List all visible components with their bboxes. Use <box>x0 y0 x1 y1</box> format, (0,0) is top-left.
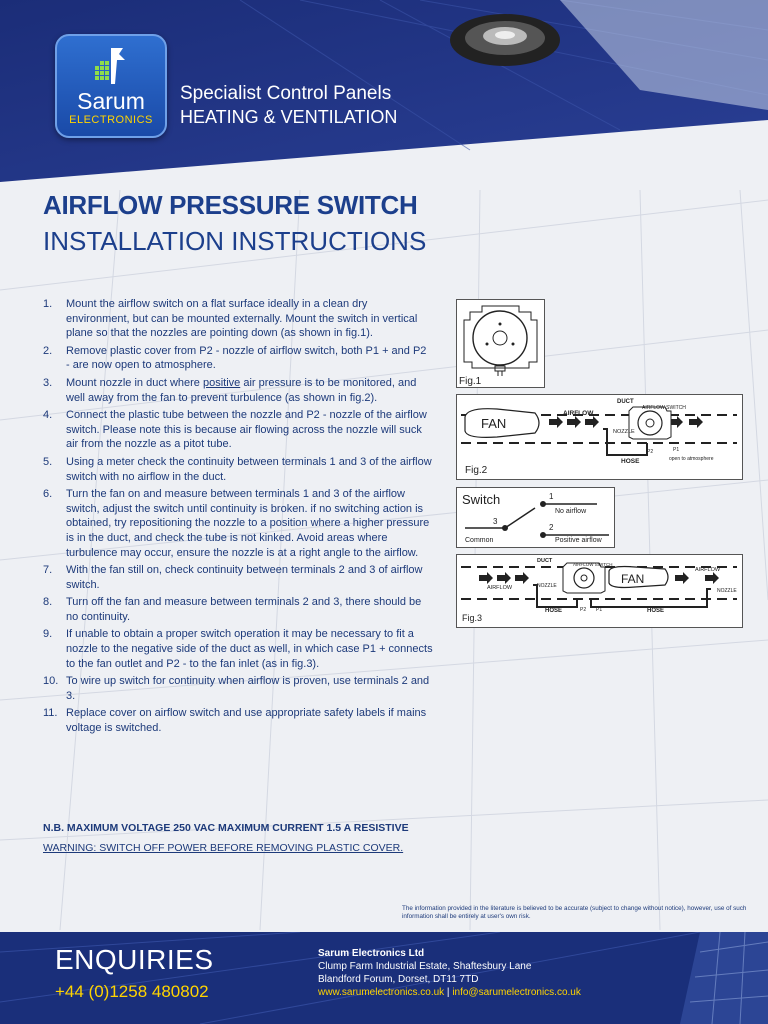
list-item: 6. Turn the fan on and measure between te… <box>43 487 433 560</box>
list-item: 10. To wire up switch for continuity when… <box>43 674 433 703</box>
airflow-switch-label: AIRFLOW SWITCH <box>642 405 686 411</box>
fan-label: FAN <box>481 416 506 431</box>
figure-3-label: Fig.3 <box>462 613 482 623</box>
step-text: If unable to obtain a proper switch oper… <box>66 628 433 670</box>
arrow-icon <box>479 572 719 584</box>
step-number: 4. <box>43 409 53 422</box>
step-number: 9. <box>43 628 53 641</box>
list-item: 3. Mount nozzle in duct where positive ai… <box>43 376 433 405</box>
email-link[interactable]: info@sarumelectronics.co.uk <box>452 987 581 998</box>
company-name: Sarum Electronics Ltd <box>318 948 425 959</box>
p2-label: P2 <box>580 607 586 613</box>
switch-figure: Switch 1 3 2 No airflow Positive airflow… <box>456 487 615 548</box>
arrow-icon <box>549 416 703 428</box>
step-text: air pressure is to be monitored, and wel… <box>66 376 417 404</box>
disclaimer: The information provided in the literatu… <box>402 905 747 920</box>
step-text: To wire up switch for continuity when ai… <box>66 675 430 702</box>
p1-label: P1 <box>596 607 602 613</box>
airflow-label: AIRFLOW <box>563 410 594 417</box>
hose-left-label: HOSE <box>545 608 562 614</box>
step-number: 2. <box>43 344 53 357</box>
step-text-emphasis: positive <box>202 376 241 389</box>
step-text: Using a meter check the continuity betwe… <box>66 455 432 483</box>
list-item: 7. With the fan still on, check continuit… <box>43 563 433 592</box>
list-item: 5. Using a meter check the continuity bet… <box>43 455 433 484</box>
airflow-right-label: AIRFLOW <box>695 567 721 573</box>
airflow-left-label: AIRFLOW <box>487 585 513 591</box>
list-item: 9. If unable to obtain a proper switch op… <box>43 627 433 671</box>
phone-number[interactable]: +44 (0)1258 480802 <box>55 982 209 1001</box>
list-item: 1. Mount the airflow switch on a flat sur… <box>43 297 433 341</box>
p2-label: P2 <box>647 449 653 455</box>
tagline-2: HEATING & VENTILATION <box>180 107 398 127</box>
list-item: 2. Remove plastic cover from P2 - nozzle … <box>43 344 433 373</box>
step-text: Turn off the fan and measure between ter… <box>66 596 422 623</box>
step-number: 7. <box>43 564 53 577</box>
tagline-1: Specialist Control Panels <box>180 83 392 104</box>
switch-label: Switch <box>462 492 500 507</box>
step-text: Remove plastic cover from P2 - nozzle of… <box>66 344 427 372</box>
maximum-rating-note: N.B. MAXIMUM VOLTAGE 250 VAC MAXIMUM CUR… <box>43 822 409 834</box>
positive-airflow-label: Positive airflow <box>555 537 603 544</box>
p1-label: P1 <box>673 447 679 453</box>
figure-1: Fig.1 <box>456 299 545 388</box>
step-text: Turn the fan on and measure between term… <box>66 488 430 559</box>
no-airflow-label: No airflow <box>555 508 587 515</box>
step-number: 1. <box>43 298 53 310</box>
fan-label: FAN <box>621 572 644 586</box>
page-subtitle: INSTALLATION INSTRUCTIONS <box>43 226 427 256</box>
airflow-switch-label: AIRFLOW SWITCH <box>573 562 613 567</box>
page-title: AIRFLOW PRESSURE SWITCH <box>43 190 418 220</box>
terminal-3-label: 3 <box>493 517 498 526</box>
open-to-atmosphere-label: open to atmosphere <box>669 456 714 462</box>
hose-right-label: HOSE <box>647 608 664 614</box>
header-banner <box>0 0 768 182</box>
hose-label: HOSE <box>621 458 640 465</box>
separator: | <box>444 987 453 998</box>
enquiries-heading: ENQUIRIES <box>55 944 214 975</box>
terminal-1-label: 1 <box>549 492 554 501</box>
step-number: 6. <box>43 488 53 501</box>
logo-name: Sarum <box>77 88 145 114</box>
nozzle-right-label: NOZZLE <box>717 588 737 594</box>
website-link[interactable]: www.sarumelectronics.co.uk <box>318 987 445 998</box>
figure-1-label: Fig.1 <box>459 376 482 387</box>
list-item: 8. Turn off the fan and measure between t… <box>43 595 433 624</box>
list-item: 11. Replace cover on airflow switch and u… <box>43 706 433 735</box>
step-text: Mount the airflow switch on a flat surfa… <box>66 298 418 340</box>
common-label: Common <box>465 537 494 544</box>
figure-3: DUCT AIRFLOW AIRFLOW NOZZLE NOZZLE AIRFL… <box>456 554 743 628</box>
terminal-2-label: 2 <box>549 523 554 532</box>
nozzle-label: NOZZLE <box>613 429 635 435</box>
sarum-logo[interactable]: Sarum ELECTRONICS <box>55 34 167 138</box>
instruction-list: 1. Mount the airflow switch on a flat sur… <box>43 297 433 739</box>
warning-note: WARNING: SWITCH OFF POWER BEFORE REMOVIN… <box>43 842 404 854</box>
company-details: Sarum Electronics Ltd Clump Farm Industr… <box>318 947 638 999</box>
address-line-2: Blandford Forum, Dorset, DT11 7TD <box>318 974 479 985</box>
step-number: 5. <box>43 455 53 468</box>
step-text: Mount nozzle in duct where <box>66 376 203 389</box>
building-icon <box>95 48 125 84</box>
step-text: Connect the plastic tube between the noz… <box>66 409 427 451</box>
figure-2-label: Fig.2 <box>465 465 488 476</box>
address-line-1: Clump Farm Industrial Estate, Shaftesbur… <box>318 961 532 972</box>
step-number: 8. <box>43 596 53 609</box>
step-number: 3. <box>43 376 53 389</box>
figure-2: FAN DUCT AIRFLOW AIRFLOW SWITCH NOZZLE H… <box>456 394 743 480</box>
step-number: 10. <box>43 675 59 688</box>
step-number: 11. <box>43 707 58 720</box>
nozzle-left-label: NOZZLE <box>537 583 557 589</box>
step-text: With the fan still on, check continuity … <box>66 564 423 591</box>
footer-banner <box>0 932 768 1024</box>
duct-label: DUCT <box>617 399 634 405</box>
logo-subtitle: ELECTRONICS <box>69 114 153 126</box>
duct-label: DUCT <box>537 558 553 564</box>
step-text: Replace cover on airflow switch and use … <box>66 707 427 735</box>
list-item: 4. Connect the plastic tube between the n… <box>43 408 433 452</box>
